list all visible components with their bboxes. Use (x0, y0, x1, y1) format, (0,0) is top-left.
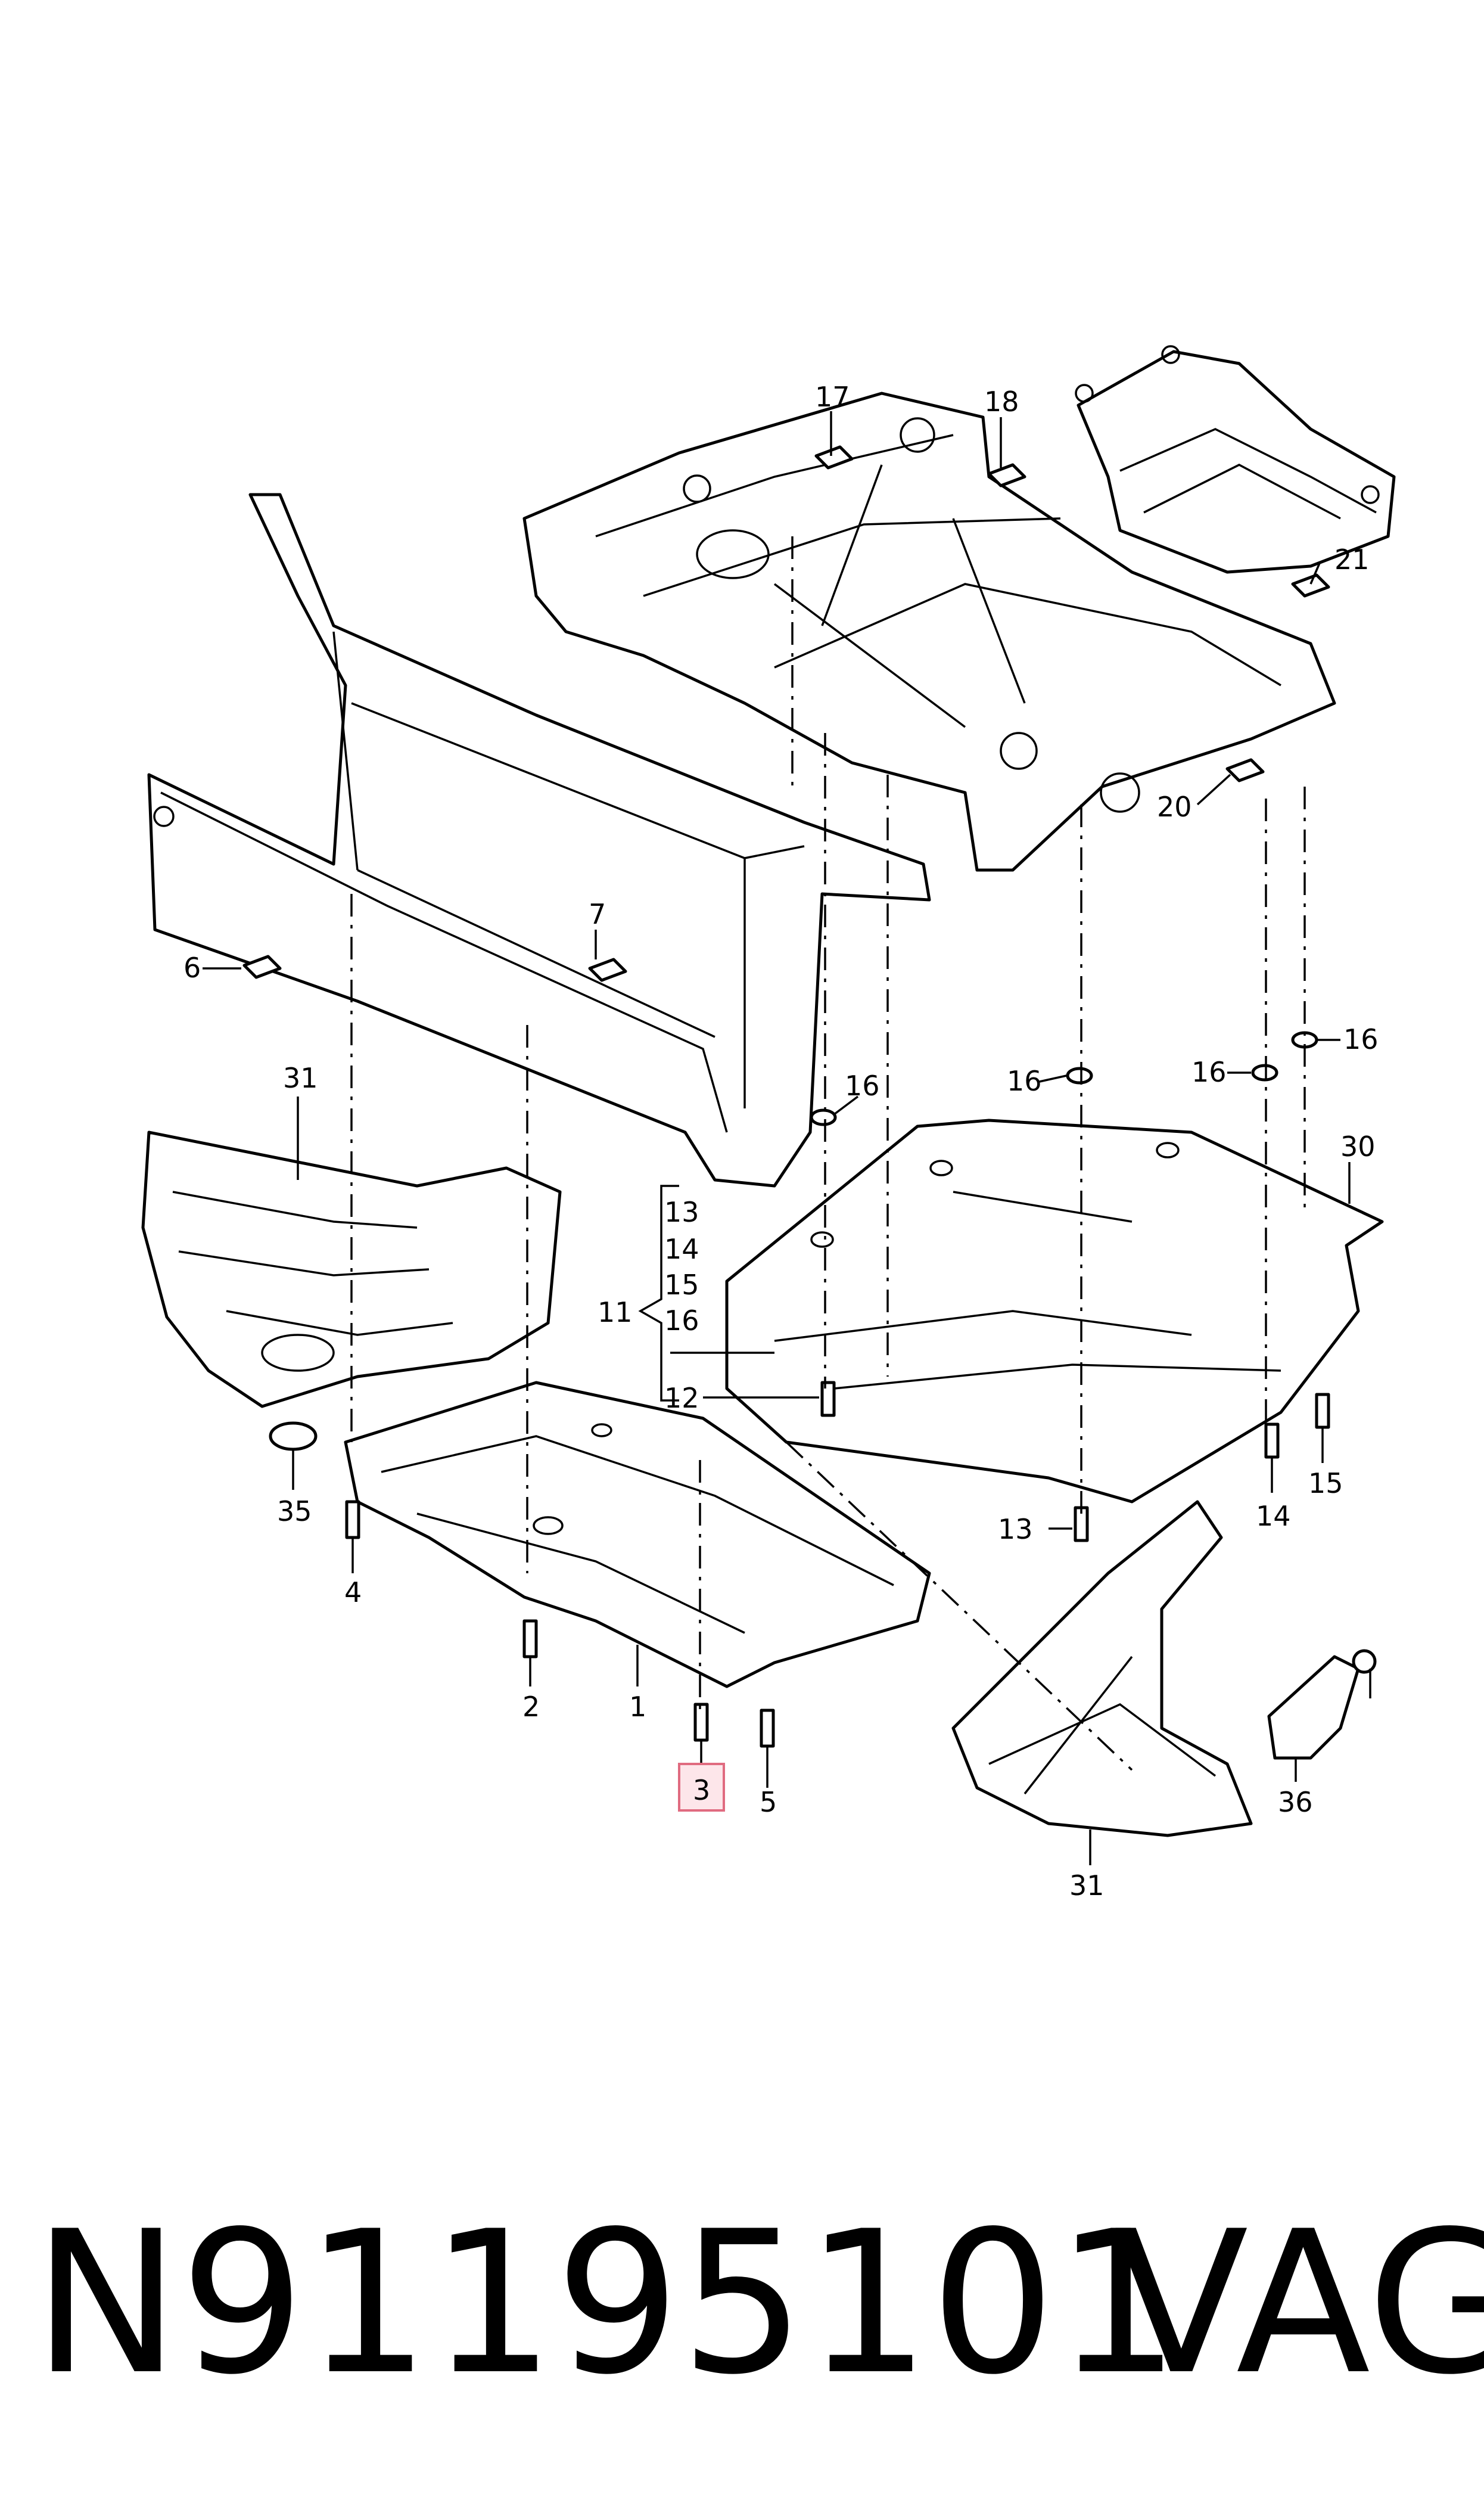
screw-2 (522, 1619, 538, 1658)
screw-5 (760, 1709, 775, 1748)
bracket-item-14: 14 (664, 1233, 699, 1265)
washer-16c (1251, 1064, 1278, 1082)
clip-18 (987, 463, 1026, 487)
bracket-item-15: 15 (664, 1269, 699, 1301)
bracket-item-16: 16 (664, 1304, 699, 1337)
callout-14: 14 (1256, 1500, 1291, 1532)
washer-16b (1066, 1067, 1093, 1085)
callout-3: 3 (693, 1774, 710, 1806)
brand-label: VAG (1114, 2189, 1484, 2418)
screw-14 (1264, 1422, 1280, 1459)
callout-12: 12 (664, 1382, 699, 1414)
callout-17: 17 (815, 381, 850, 413)
nut-36 (1352, 1649, 1377, 1674)
bolt-4 (345, 1500, 360, 1539)
washer-16a (810, 1108, 837, 1126)
callout-16b: 16 (1007, 1065, 1042, 1097)
callout-1: 1 (629, 1691, 646, 1723)
callout-21: 30 (1340, 1130, 1376, 1163)
callout-35: 36 (1278, 1786, 1313, 1818)
clip-7 (588, 958, 627, 982)
callout-30b: 31 (1069, 1869, 1105, 1902)
callout-2: 2 (522, 1691, 540, 1723)
callout-16a: 16 (845, 1070, 880, 1102)
callout-labels: 17 18 21 20 6 7 16 16 16 16 30 31 13 14 … (183, 381, 1379, 1902)
part-number: N91195101 (33, 2189, 1181, 2418)
grommet-31 (269, 1421, 318, 1451)
bolt-3 (693, 1703, 709, 1742)
callout-13: 13 (998, 1513, 1033, 1545)
callout-20: 21 (1334, 543, 1370, 576)
highlight-box (678, 1763, 725, 1812)
underbody-panel-front (344, 1381, 931, 1688)
clip-20 (1291, 573, 1330, 598)
callout-11: 11 (598, 1296, 633, 1328)
wheel-arch-liner-rear (951, 1500, 1253, 1837)
assembly-lines (350, 536, 1306, 1771)
mount-bracket (1075, 345, 1396, 574)
rear-subframe (522, 392, 1336, 872)
screw-15 (1315, 1393, 1330, 1429)
screw-12 (820, 1381, 836, 1417)
callout-19: 20 (1157, 791, 1192, 823)
callout-16d: 16 (1343, 1023, 1379, 1055)
callout-4: 4 (344, 1576, 362, 1608)
underbody-panel-rear (725, 1119, 1384, 1504)
callout-15: 15 (1308, 1467, 1343, 1499)
callout-31: 35 (277, 1495, 312, 1527)
callout-18: 18 (984, 386, 1019, 418)
bracket-35 (1267, 1655, 1360, 1760)
leader-lines (203, 411, 1371, 1865)
clip-19 (1225, 758, 1265, 782)
front-carrier (147, 493, 931, 1188)
clip-6 (242, 955, 282, 979)
fasteners (242, 445, 1377, 1748)
callout-16c: 16 (1191, 1056, 1227, 1088)
callout-7: 7 (589, 898, 606, 930)
callout-6: 6 (183, 952, 201, 984)
callout-5: 5 (760, 1786, 777, 1818)
callout-30a: 31 (283, 1062, 318, 1094)
bracket-item-13: 13 (664, 1196, 699, 1228)
